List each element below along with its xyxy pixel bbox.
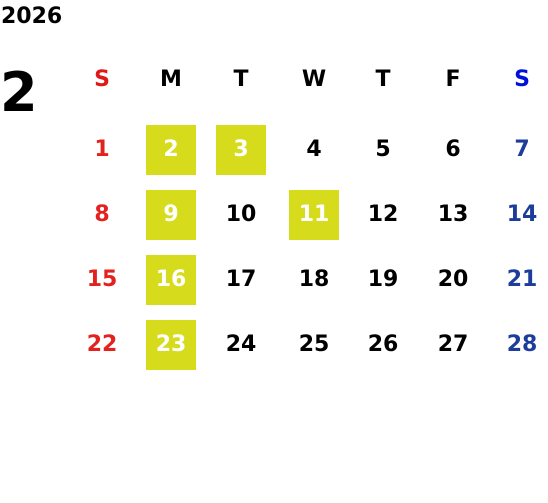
calendar-month: 2 bbox=[0, 61, 38, 124]
day-cell: 25 bbox=[298, 332, 330, 357]
day-cell: 4 bbox=[306, 137, 322, 162]
day-cell: 9 bbox=[146, 190, 196, 240]
weekday-thursday: T bbox=[375, 67, 391, 92]
day-cell: 14 bbox=[506, 202, 538, 227]
day-cell: 15 bbox=[86, 267, 118, 292]
weekday-monday: M bbox=[160, 67, 182, 92]
day-cell: 13 bbox=[437, 202, 469, 227]
weekday-tuesday: T bbox=[233, 67, 249, 92]
day-cell: 5 bbox=[375, 137, 391, 162]
weekday-friday: F bbox=[445, 67, 461, 92]
day-cell: 19 bbox=[367, 267, 399, 292]
calendar-year: 2026 bbox=[1, 4, 63, 29]
day-cell: 21 bbox=[506, 267, 538, 292]
day-cell: 27 bbox=[437, 332, 469, 357]
day-cell: 11 bbox=[289, 190, 339, 240]
day-cell: 2 bbox=[146, 125, 196, 175]
day-cell: 8 bbox=[94, 202, 110, 227]
day-cell: 6 bbox=[445, 137, 461, 162]
day-cell: 20 bbox=[437, 267, 469, 292]
weekday-wednesday: W bbox=[301, 67, 327, 92]
day-cell: 18 bbox=[298, 267, 330, 292]
day-cell: 24 bbox=[225, 332, 257, 357]
day-cell: 28 bbox=[506, 332, 538, 357]
day-cell: 22 bbox=[86, 332, 118, 357]
day-cell: 7 bbox=[514, 137, 530, 162]
day-cell: 1 bbox=[94, 137, 110, 162]
day-cell: 26 bbox=[367, 332, 399, 357]
day-cell: 10 bbox=[225, 202, 257, 227]
day-cell: 17 bbox=[225, 267, 257, 292]
day-cell: 16 bbox=[146, 255, 196, 305]
day-cell: 23 bbox=[146, 320, 196, 370]
day-cell: 12 bbox=[367, 202, 399, 227]
weekday-sunday: S bbox=[94, 67, 110, 92]
day-cell: 3 bbox=[216, 125, 266, 175]
weekday-saturday: S bbox=[514, 67, 530, 92]
